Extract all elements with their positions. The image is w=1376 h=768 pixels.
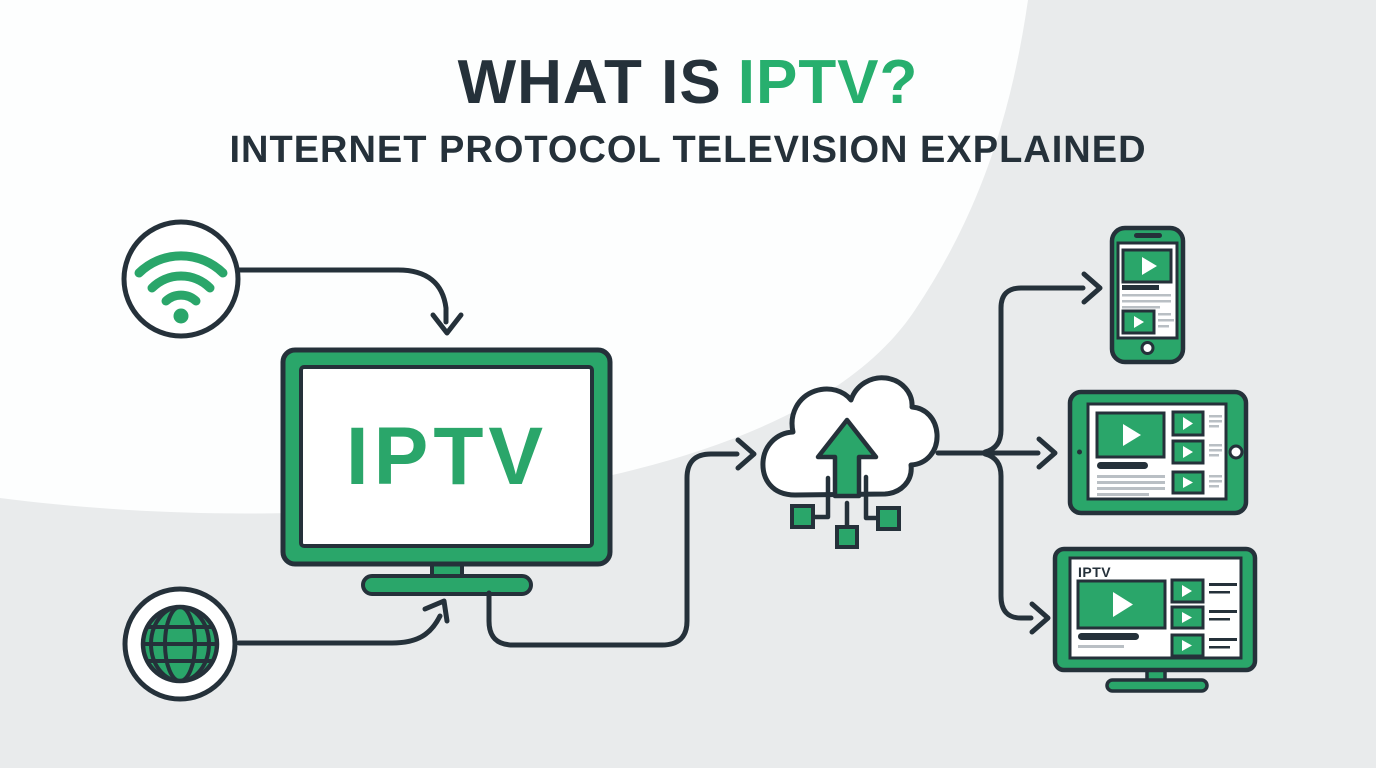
smart-tv-screen-label: IPTV	[1078, 564, 1111, 580]
tablet-icon	[1067, 389, 1249, 516]
phone-thumb-text-lines	[1158, 313, 1174, 328]
upload-arrow-icon	[815, 417, 879, 499]
page-title: WHAT IS IPTV?	[458, 52, 919, 114]
globe-grid	[145, 609, 215, 679]
arrow-cloud-to-phone	[982, 271, 1103, 455]
wifi-dot	[173, 308, 189, 324]
background-white-swoosh	[0, 0, 1028, 514]
play-icon	[1183, 477, 1193, 488]
wifi-arc-inner	[161, 290, 201, 306]
network-node-right	[876, 506, 901, 531]
smartphone-icon	[1109, 225, 1186, 365]
tablet-title-line	[1097, 462, 1148, 469]
arrow-wifi-to-tv	[237, 267, 464, 336]
smart-tv-text-line	[1078, 645, 1124, 648]
tablet-thumb-text-lines	[1209, 415, 1222, 488]
arrow-cloud-to-smart-tv	[982, 451, 1051, 635]
play-icon	[1182, 640, 1192, 651]
tablet-home-button	[1228, 444, 1244, 460]
tv-stand-base	[361, 574, 533, 596]
smart-tv-stand-base	[1105, 678, 1209, 693]
phone-speaker	[1134, 233, 1162, 238]
smart-tv-icon: IPTV	[1052, 546, 1258, 693]
phone-text-lines	[1122, 294, 1171, 309]
play-icon	[1183, 446, 1193, 458]
wifi-arc-outer	[134, 251, 228, 278]
network-node-center	[835, 525, 859, 549]
play-icon	[1134, 316, 1144, 328]
tablet-text-lines	[1097, 475, 1165, 496]
arrow-tv-to-cloud	[486, 437, 757, 648]
smart-tv-title-line	[1078, 633, 1139, 640]
cloud-node-connectors	[809, 474, 881, 530]
phone-title-line	[1122, 285, 1159, 290]
tv-screen	[299, 365, 594, 548]
tablet-video-thumbs	[1171, 410, 1205, 495]
tablet-camera-dot	[1077, 449, 1082, 455]
play-icon	[1182, 585, 1192, 597]
play-icon	[1123, 424, 1141, 446]
tv-screen-label: IPTV	[346, 411, 548, 502]
title-prefix: WHAT IS	[457, 48, 722, 117]
arrow-internet-to-tv	[236, 598, 450, 646]
cloud-upload-icon	[760, 375, 940, 549]
play-icon	[1182, 612, 1192, 623]
network-node-left	[790, 504, 815, 529]
wifi-icon	[121, 219, 241, 339]
page-subtitle: INTERNET PROTOCOL TELEVISION EXPLAINED	[229, 129, 1147, 171]
title-highlight: IPTV?	[737, 48, 919, 117]
globe-icon	[122, 586, 238, 702]
smart-tv-video-thumbs	[1170, 578, 1205, 658]
phone-home-button	[1140, 341, 1155, 355]
tv-icon: IPTV	[280, 347, 613, 596]
play-icon	[1142, 257, 1157, 275]
play-icon	[1113, 592, 1133, 617]
smart-tv-thumb-text-lines	[1209, 583, 1237, 649]
wifi-arc-middle	[147, 271, 215, 293]
play-icon	[1183, 417, 1193, 430]
